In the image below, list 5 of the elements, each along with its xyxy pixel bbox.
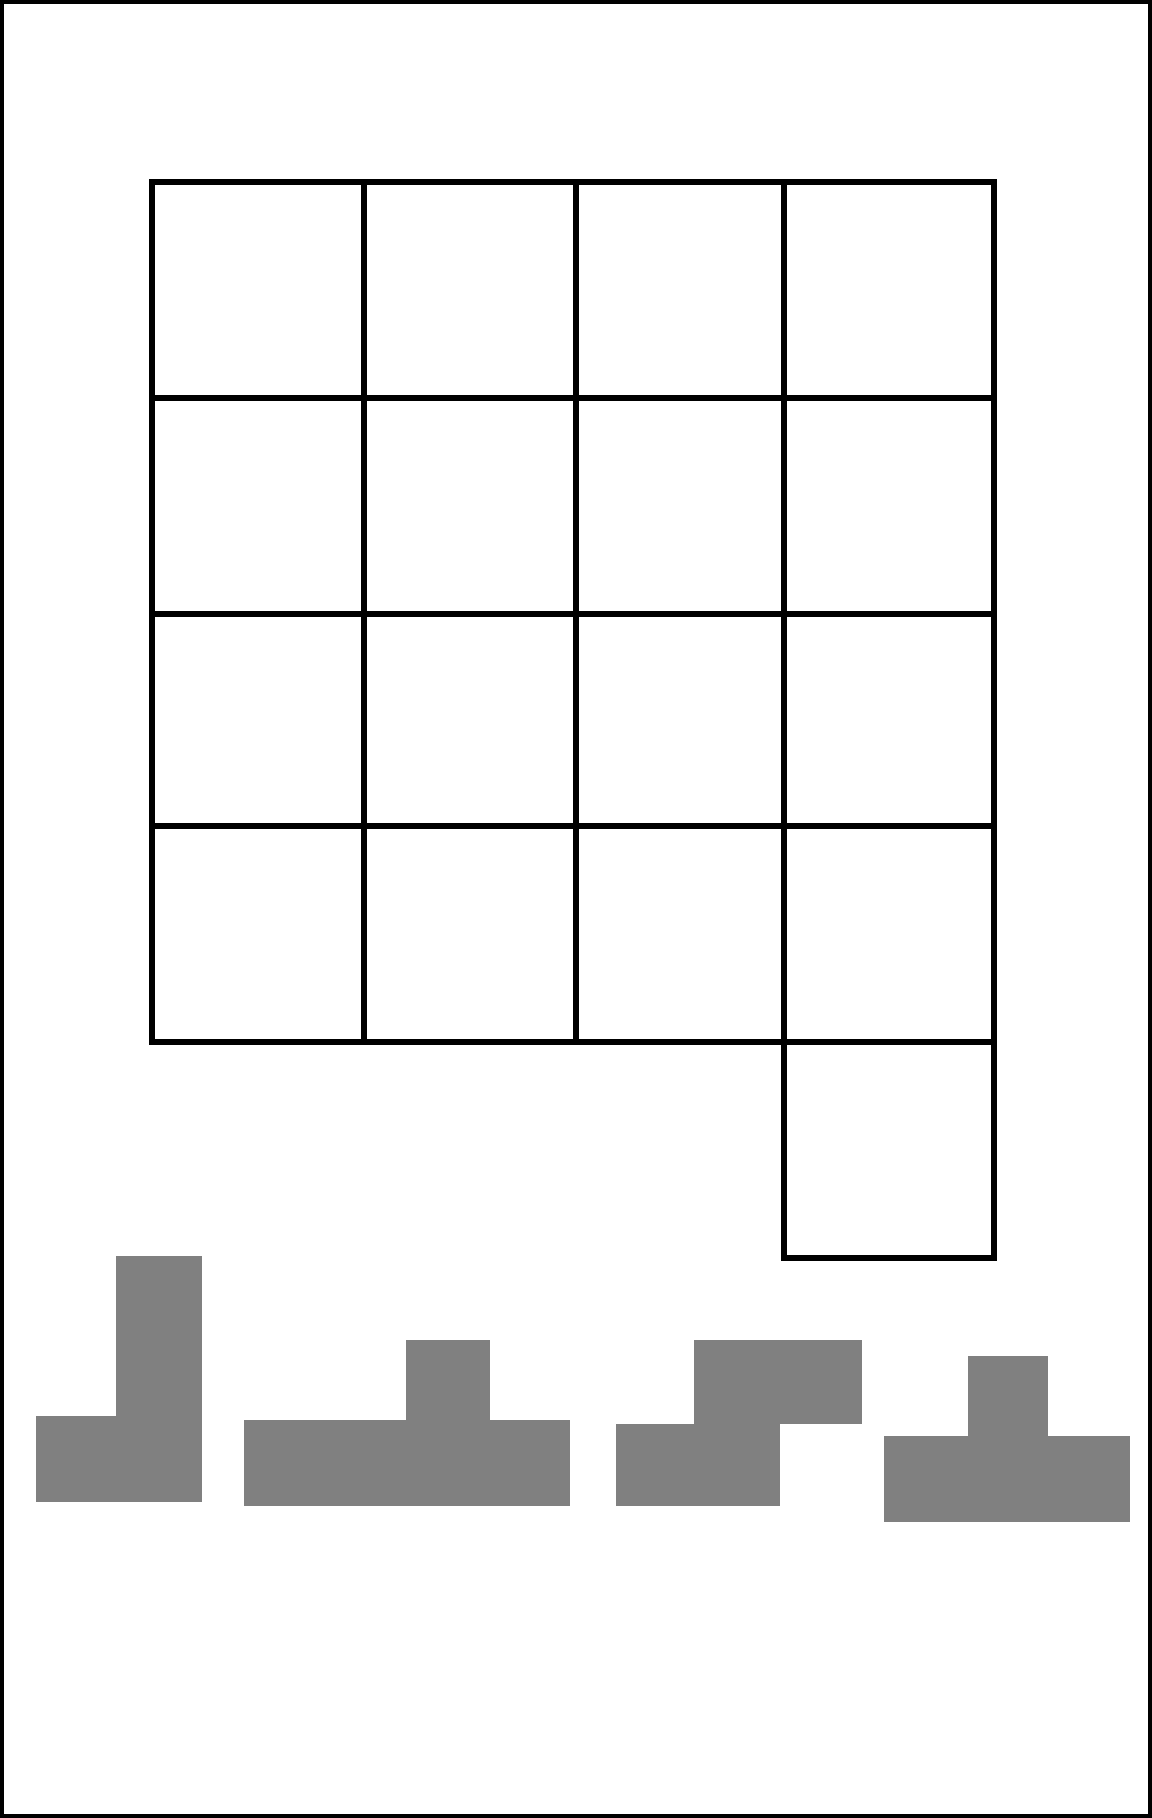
s-shaped-piece	[616, 1340, 862, 1506]
t-shaped-piece	[244, 1340, 570, 1506]
square-grid-drawing	[149, 179, 997, 1261]
l-shaped-piece	[36, 1256, 202, 1502]
t-shaped-piece	[884, 1356, 1130, 1522]
